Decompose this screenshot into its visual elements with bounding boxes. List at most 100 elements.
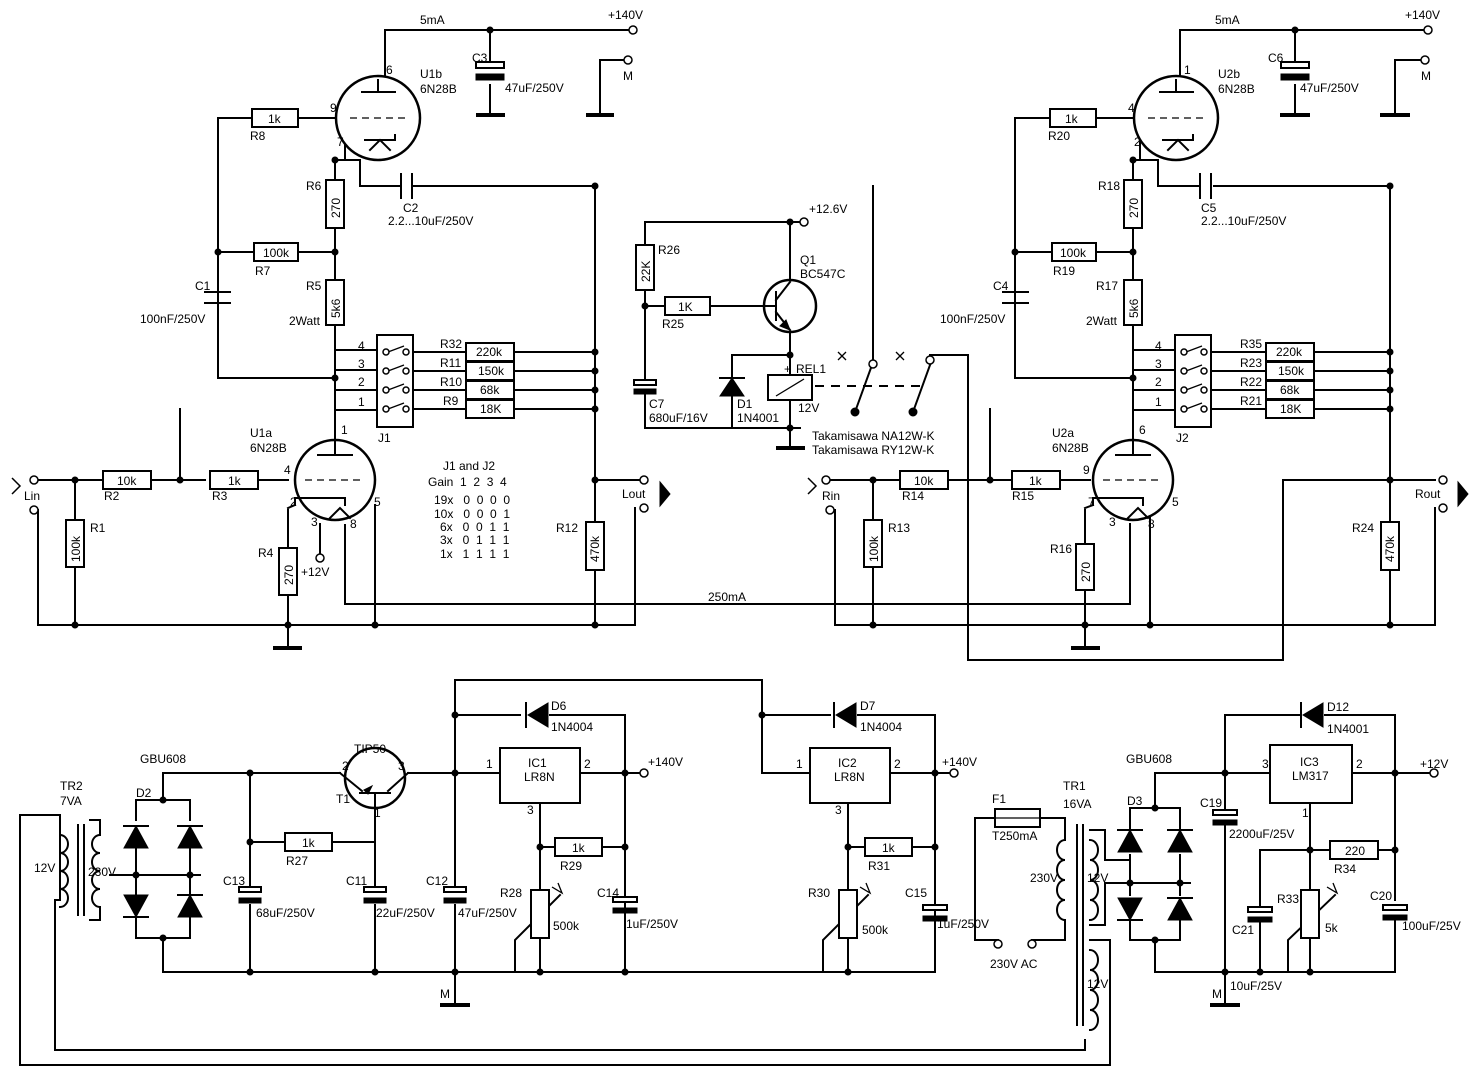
- capacitor-c1: [204, 291, 231, 304]
- resistor-r29: [554, 837, 603, 857]
- resistor-r9: [465, 399, 515, 419]
- label-pin: 3: [527, 803, 534, 817]
- label-r15-value: 1k: [1029, 474, 1043, 488]
- label-c5-ref: C5: [1201, 201, 1217, 215]
- tube-u1a: [286, 438, 377, 522]
- label-c11-value: 22uF/250V: [376, 906, 435, 920]
- label-pin: 6: [386, 63, 393, 77]
- label-r24-value: 470k: [1383, 535, 1397, 562]
- label-lout: Lout: [622, 487, 646, 501]
- resistors: [65, 108, 1400, 939]
- label-r25-value: 1K: [678, 300, 693, 314]
- resistor-r2: [102, 470, 152, 490]
- label-r26-ref: R26: [658, 243, 680, 257]
- label-r11-value: 150k: [478, 364, 505, 378]
- label-bridge-type: GBU608: [1126, 752, 1172, 766]
- label-j1-pin: 4: [358, 339, 365, 353]
- label-r21-ref: R21: [1240, 394, 1262, 408]
- capacitor-c11: [363, 886, 387, 904]
- label-c19-ref: C19: [1200, 796, 1222, 810]
- label-j2-ref: J2: [1176, 431, 1189, 445]
- transformer-tr1: [1056, 824, 1099, 1032]
- label-t1-ref: T1: [336, 792, 350, 806]
- label-r9-value: 18K: [480, 402, 501, 416]
- label-d1-ref: D1: [737, 397, 753, 411]
- label-tr2-va: 7VA: [60, 794, 82, 808]
- label-d12-type: 1N4001: [1327, 722, 1369, 736]
- label-c1-ref: C1: [195, 279, 211, 293]
- power-supply-wiring: [19, 679, 1431, 1066]
- label-ic1-type: LR8N: [524, 770, 555, 784]
- label-pin: 2: [342, 759, 349, 773]
- label-c11-ref: C11: [346, 874, 367, 888]
- label-c1-value: 100nF/250V: [140, 312, 205, 326]
- capacitor-c20: [1382, 904, 1408, 921]
- label-j1-ref: J1: [378, 431, 391, 445]
- resistor-r6: [325, 179, 345, 229]
- label-c19-value: 2200uF/25V: [1229, 827, 1294, 841]
- label-rout: Rout: [1415, 487, 1441, 501]
- label-heater-current: 250mA: [708, 590, 746, 604]
- label-gain-title: J1 and J2: [443, 459, 495, 473]
- label-c6-ref: C6: [1268, 51, 1284, 65]
- label-r34-ref: R34: [1334, 862, 1356, 876]
- label-r3-ref: R3: [212, 489, 228, 503]
- label-mass: M: [623, 69, 633, 83]
- label-j1-pin: 1: [358, 395, 365, 409]
- resistor-r21: [1265, 399, 1315, 419]
- label-pin: 9: [330, 101, 337, 115]
- label-mass: M: [1212, 987, 1222, 1001]
- label-pin: 2: [584, 757, 591, 771]
- label-d12-ref: D12: [1327, 700, 1349, 714]
- label-pin: 3: [1109, 515, 1116, 529]
- label-u2b-type: 6N28B: [1218, 82, 1255, 96]
- capacitor-c7: [633, 379, 657, 395]
- label-j2-pin: 4: [1155, 339, 1162, 353]
- label-r35-value: 220k: [1276, 345, 1303, 359]
- transistor-q1: [761, 278, 818, 334]
- label-pin: 5: [1172, 495, 1179, 509]
- label-f1-value: T250mA: [992, 829, 1037, 843]
- label-r29-ref: R29: [560, 859, 582, 873]
- label-r5-value: 5k6: [329, 298, 343, 318]
- regulator-ic3: [1269, 744, 1353, 804]
- capacitor-c14: [612, 896, 638, 914]
- label-r20-value: 1k: [1065, 112, 1079, 126]
- label-r23-value: 150k: [1278, 364, 1305, 378]
- label-j1-pin: 3: [358, 357, 365, 371]
- label-u1a-ref: U1a: [250, 426, 272, 440]
- capacitor-c3: [475, 61, 505, 81]
- regulators: [499, 744, 1353, 804]
- label-c13-value: 68uF/250V: [256, 906, 315, 920]
- label-d6-ref: D6: [551, 699, 567, 713]
- label-r1-value: 100k: [69, 535, 83, 562]
- label-pin: 3: [1262, 757, 1269, 771]
- capacitor-c2: [400, 173, 413, 199]
- label-pin: 4: [1128, 101, 1135, 115]
- label-tr1-va: 16VA: [1063, 797, 1091, 811]
- label-r21-value: 18K: [1280, 402, 1301, 416]
- label-r16-value: 270: [1079, 562, 1093, 582]
- relay-wiring: [644, 185, 1391, 661]
- diode-d12: [1300, 702, 1324, 728]
- capacitor-c15: [922, 904, 948, 922]
- trimmer-arrows: [551, 882, 1339, 895]
- label-mass: M: [1421, 69, 1431, 83]
- label-r24-ref: R24: [1352, 521, 1374, 535]
- label-supply-140v: +140V: [608, 8, 643, 22]
- labels: 5mA +140V M U1b 6N28B 6 9 7 C3 47uF/250V…: [24, 8, 1461, 1001]
- label-r13-ref: R13: [888, 521, 910, 535]
- label-r32-value: 220k: [476, 345, 503, 359]
- label-ic2-output: +140V: [942, 755, 977, 769]
- label-pin: 2: [894, 757, 901, 771]
- label-r11-ref: R11: [440, 356, 461, 370]
- label-c12-value: 47uF/250V: [458, 906, 517, 920]
- label-ic1-output: +140V: [648, 755, 683, 769]
- label-pin: 4: [284, 463, 291, 477]
- label-j2-pin: 1: [1155, 395, 1162, 409]
- label-c4-ref: C4: [993, 279, 1009, 293]
- label-lin: Lin: [24, 489, 40, 503]
- label-r10-value: 68k: [480, 383, 500, 397]
- label-c7-ref: C7: [649, 397, 665, 411]
- label-d2-ref: D2: [136, 786, 152, 800]
